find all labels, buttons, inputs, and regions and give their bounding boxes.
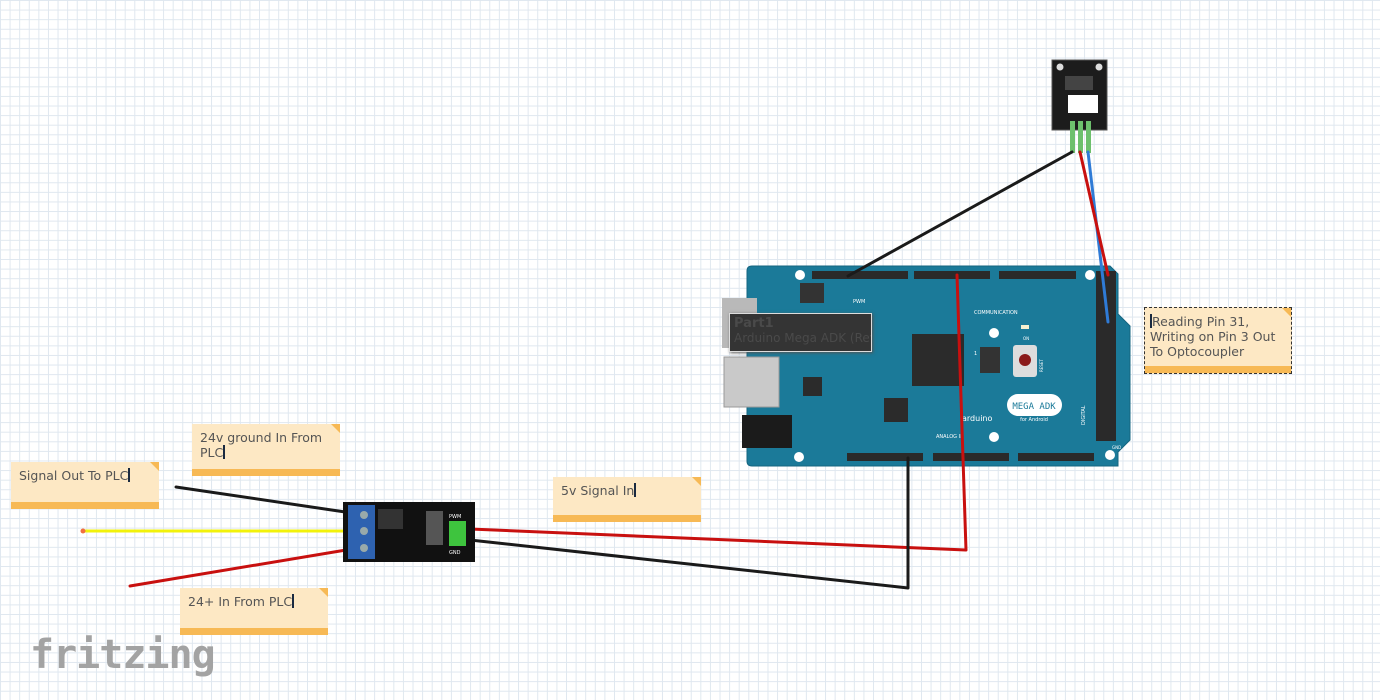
pin-header	[999, 271, 1076, 279]
pin-header	[847, 453, 923, 461]
note-text: 24v ground In From PLC	[200, 430, 323, 460]
arduino-mega-adk[interactable]: MEGA ADK for Android arduino PWM COMMUNI…	[722, 265, 1131, 467]
tooltip-title: Part1	[734, 316, 774, 331]
mount-hole	[989, 328, 999, 338]
icsp-header	[980, 347, 1000, 373]
on-label: ON	[1023, 336, 1029, 341]
pwm-label: PWM	[853, 299, 865, 305]
header-1-label: 1	[974, 351, 977, 357]
text-cursor	[634, 483, 637, 497]
fritzing-logo: fritzing	[30, 632, 216, 678]
chip	[884, 398, 908, 422]
part-tooltip: Part1 Arduino Mega ADK (Rev3)	[729, 313, 872, 352]
mount-hole	[989, 432, 999, 442]
wire-red-sensor-5v[interactable]	[1078, 150, 1110, 277]
mosfet-driver-module[interactable]: PWM GND	[343, 502, 475, 562]
pin-header	[1018, 453, 1094, 461]
pin-header	[933, 453, 1009, 461]
arduino-logo-text: arduino	[962, 414, 992, 423]
ir-sensor-module[interactable]	[1051, 59, 1108, 153]
wire-red-24v-plus[interactable]	[128, 547, 354, 588]
note-text: 5v Signal In	[561, 483, 635, 498]
wire-black-gnd-module[interactable]	[468, 456, 910, 590]
note-signal-out[interactable]: Signal Out To PLC	[11, 462, 159, 509]
mount-hole	[1105, 450, 1115, 460]
wire-black-24v-ground[interactable]	[174, 485, 354, 515]
text-cursor	[128, 468, 131, 482]
digital-label: DIGITAL	[1081, 405, 1087, 425]
mount-hole	[795, 270, 805, 280]
icsp-header	[800, 283, 824, 303]
text-cursor	[223, 445, 226, 459]
communication-label: COMMUNICATION	[974, 310, 1018, 316]
pin-header	[812, 271, 908, 279]
chip	[803, 377, 822, 396]
wire-red-pin3-pwm[interactable]	[468, 273, 968, 552]
reset-button-cap	[1019, 354, 1031, 366]
module-pwm-label: PWM	[449, 514, 461, 520]
text-cursor	[292, 594, 295, 608]
mount-hole	[1085, 270, 1095, 280]
module-gnd-label: GND	[449, 550, 461, 556]
note-5v-signal[interactable]: 5v Signal In	[553, 477, 701, 522]
gnd-label: GND	[1112, 445, 1121, 450]
reset-label: RESET	[1039, 359, 1044, 372]
mega-adk-badge	[1007, 394, 1062, 416]
wire-endpoint[interactable]	[80, 528, 86, 534]
main-chip	[912, 334, 964, 386]
badge-text: MEGA ADK	[1012, 402, 1056, 412]
note-24v-ground[interactable]: 24v ground In From PLC	[192, 424, 340, 476]
wire-black-sensor-gnd[interactable]	[846, 150, 1074, 278]
note-24-plus[interactable]: 24+ In From PLC	[180, 588, 328, 635]
pin-header	[914, 271, 990, 279]
badge-subtext: for Android	[1020, 417, 1048, 423]
note-text: 24+ In From PLC	[188, 594, 293, 609]
text-cursor	[1150, 314, 1152, 328]
usb-a-port	[723, 356, 780, 408]
pwm-terminal	[449, 521, 466, 546]
tooltip-subtitle: Arduino Mega ADK (Rev3)	[734, 331, 871, 345]
power-jack	[742, 415, 792, 448]
note-text: Reading Pin 31, Writing on Pin 3 Out To …	[1150, 314, 1276, 359]
pin-header	[1096, 271, 1116, 441]
on-led	[1021, 325, 1029, 329]
note-reading-pin[interactable]: Reading Pin 31, Writing on Pin 3 Out To …	[1144, 307, 1292, 374]
analog-in-label: ANALOG IN	[936, 434, 964, 440]
note-text: Signal Out To PLC	[19, 468, 129, 483]
mount-hole	[794, 452, 804, 462]
